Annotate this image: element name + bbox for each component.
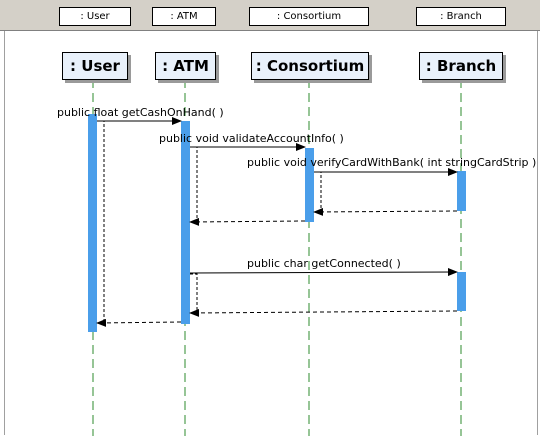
activation-consortium[interactable]	[305, 148, 314, 222]
activation-user[interactable]	[88, 114, 97, 332]
top-ruler: : User : ATM : Consortium : Branch	[0, 0, 540, 31]
lifeline-header-branch[interactable]: : Branch	[419, 52, 503, 80]
message-label-verifycardwithbank[interactable]: public void verifyCardWithBank( int stri…	[247, 156, 536, 169]
message-label-getconnected[interactable]: public char getConnected( )	[247, 257, 401, 270]
lifeline-header-user[interactable]: : User	[62, 52, 128, 80]
return-arrow-branch-to-atm[interactable]	[189, 308, 458, 317]
activation-branch-1[interactable]	[457, 171, 466, 211]
activation-outline-atm-2	[190, 273, 198, 314]
message-label-getcashonhand[interactable]: public float getCashOnHand( )	[57, 106, 224, 119]
return-arrow-atm-to-user[interactable]	[96, 318, 182, 327]
activation-atm[interactable]	[181, 121, 190, 324]
activation-outline-atm-1	[190, 146, 198, 223]
lifeline-header-atm[interactable]: : ATM	[155, 52, 216, 80]
return-arrow-consortium-to-atm[interactable]	[189, 217, 306, 226]
activation-outline-consortium	[314, 171, 322, 213]
lifeline-header-consortium[interactable]: : Consortium	[251, 52, 369, 80]
ruler-label-user[interactable]: : User	[59, 7, 131, 26]
message-label-validateaccountinfo[interactable]: public void validateAccountInfo( )	[159, 132, 344, 145]
ruler-label-consortium[interactable]: : Consortium	[249, 7, 369, 26]
return-arrow-branch-to-consortium[interactable]	[313, 207, 458, 216]
activation-branch-2[interactable]	[457, 272, 466, 311]
ruler-label-branch[interactable]: : Branch	[416, 7, 506, 26]
ruler-label-atm[interactable]: : ATM	[152, 7, 216, 26]
message-arrow-getconnected[interactable]	[189, 268, 458, 277]
activation-outline-user	[97, 120, 105, 324]
